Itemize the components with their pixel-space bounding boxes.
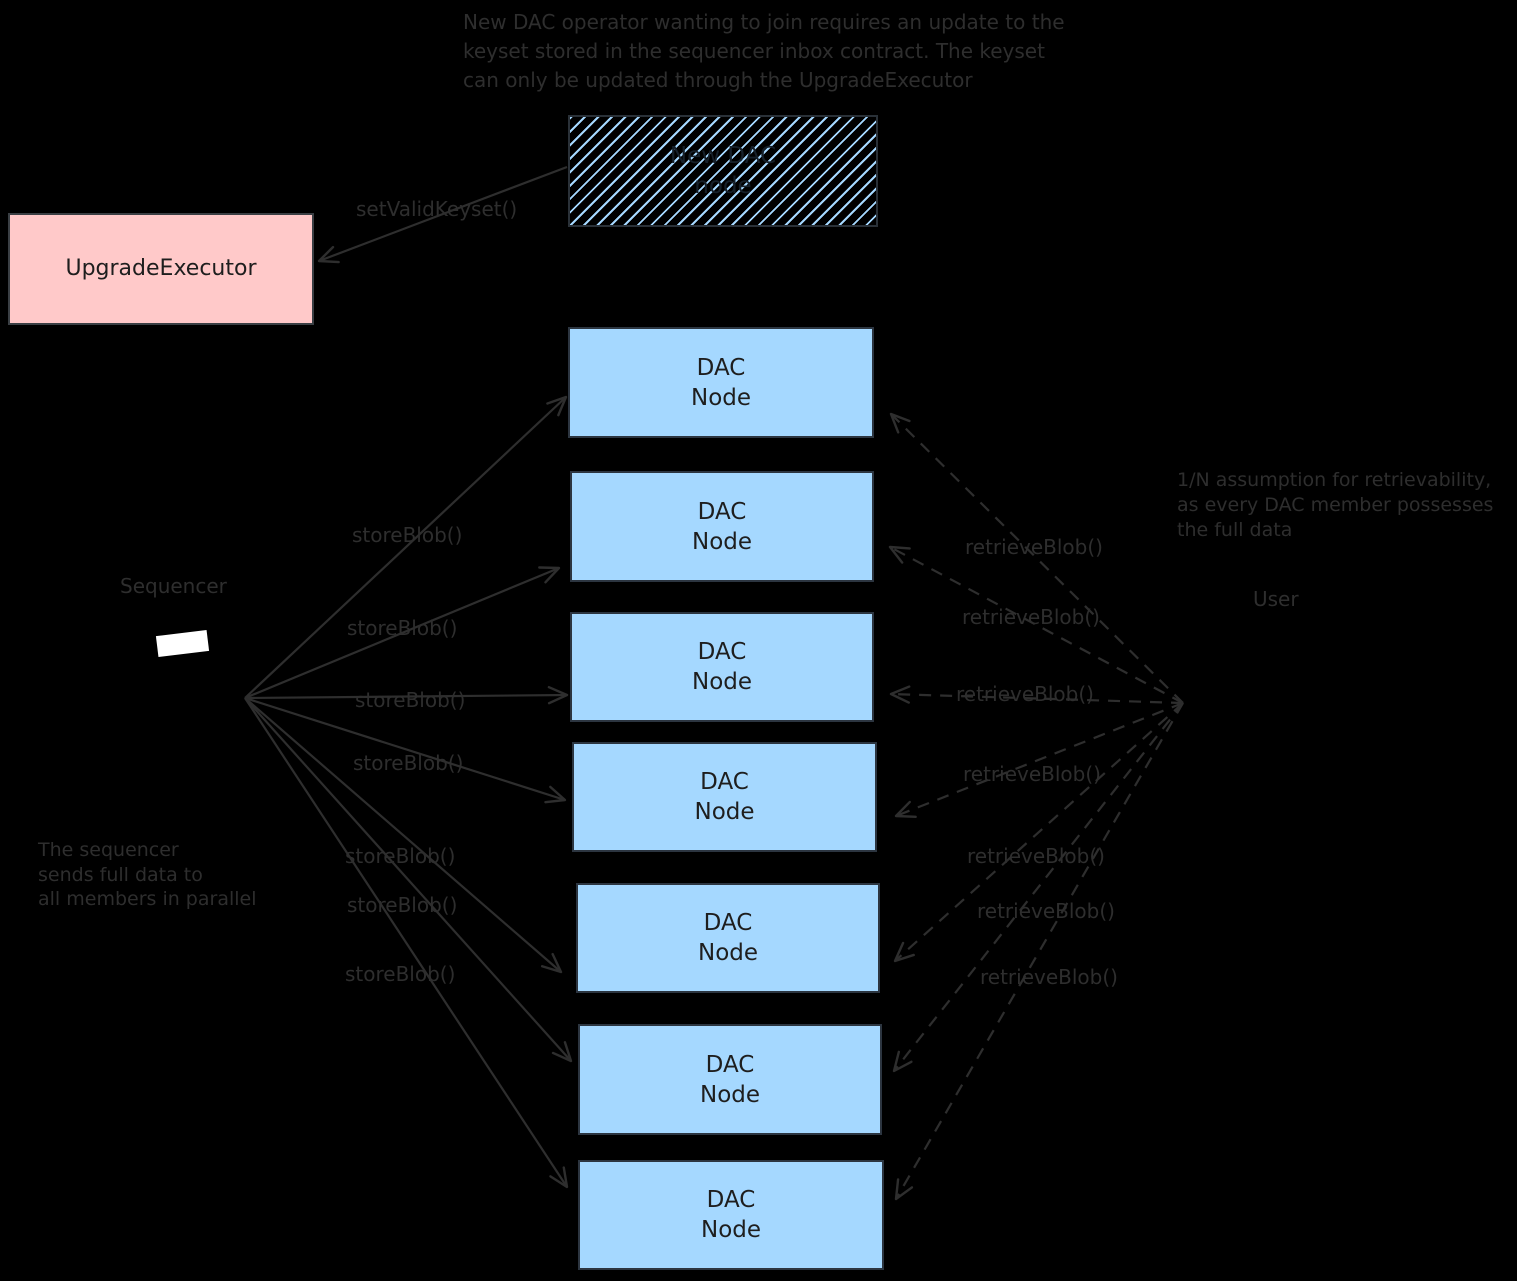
store-blob-label-6: storeBlob() bbox=[347, 893, 458, 917]
retrieve-blob-label-6: retrieveBlob() bbox=[977, 899, 1115, 923]
dac-node-label: DAC Node bbox=[699, 1051, 761, 1108]
retrieve-blob-label-3: retrieveBlob() bbox=[956, 682, 1094, 706]
dac-node-label: DAC Node bbox=[691, 498, 753, 555]
dac-node-box-5: DAC Node bbox=[576, 883, 880, 993]
dac-node-box-1: DAC Node bbox=[568, 327, 874, 438]
dac-node-box-6: DAC Node bbox=[578, 1024, 882, 1135]
retrievability-note: 1/N assumption for retrievability, as ev… bbox=[1177, 469, 1494, 541]
store-blob-label-2: storeBlob() bbox=[347, 616, 458, 640]
dac-node-label: DAC Node bbox=[691, 639, 753, 695]
store-blob-arrow-5 bbox=[244, 697, 563, 974]
retrieve-blob-label-4: retrieveBlob() bbox=[963, 762, 1101, 786]
retrieve-blob-arrow-4 bbox=[894, 701, 1184, 819]
store-blob-label-4: storeBlob() bbox=[353, 751, 464, 775]
upgrade-executor-box: UpgradeExecutor bbox=[8, 213, 314, 325]
parallel-note: The sequencer sends full data to all mem… bbox=[38, 839, 257, 910]
upgrade-executor-label: UpgradeExecutor bbox=[65, 256, 257, 281]
store-blob-label-3: storeBlob() bbox=[355, 688, 466, 712]
user-label: User bbox=[1253, 587, 1299, 611]
retrieve-blob-arrow-6 bbox=[892, 702, 1184, 1073]
retrieve-blob-label-2: retrieveBlob() bbox=[962, 605, 1100, 629]
retrieve-blob-label-5: retrieveBlob() bbox=[967, 844, 1105, 868]
dac-node-box-7: DAC Node bbox=[578, 1160, 884, 1270]
dac-node-box-4: DAC Node bbox=[572, 742, 877, 852]
dac-node-box-3: DAC Node bbox=[570, 612, 874, 722]
dac-node-box-2: DAC Node bbox=[570, 471, 874, 582]
sequencer-icon bbox=[155, 629, 210, 658]
dac-node-label: DAC Node bbox=[700, 1187, 762, 1243]
keyset-note: New DAC operator wanting to join require… bbox=[463, 10, 1065, 92]
store-blob-label-7: storeBlob() bbox=[345, 962, 456, 986]
dac-node-label: DAC Node bbox=[690, 354, 752, 411]
new-dac-node-label: New DAC node bbox=[669, 143, 777, 199]
dac-node-label: DAC Node bbox=[697, 910, 759, 966]
retrieve-blob-label-1: retrieveBlob() bbox=[965, 535, 1103, 559]
dac-node-label: DAC Node bbox=[694, 769, 755, 825]
new-dac-node-box: New DAC node bbox=[568, 115, 878, 227]
store-blob-label-1: storeBlob() bbox=[352, 523, 463, 547]
sequencer-label: Sequencer bbox=[120, 574, 227, 598]
store-blob-label-5: storeBlob() bbox=[345, 844, 456, 868]
set-valid-keyset-label: setValidKeyset() bbox=[356, 197, 518, 221]
retrieve-blob-label-7: retrieveBlob() bbox=[980, 965, 1118, 989]
